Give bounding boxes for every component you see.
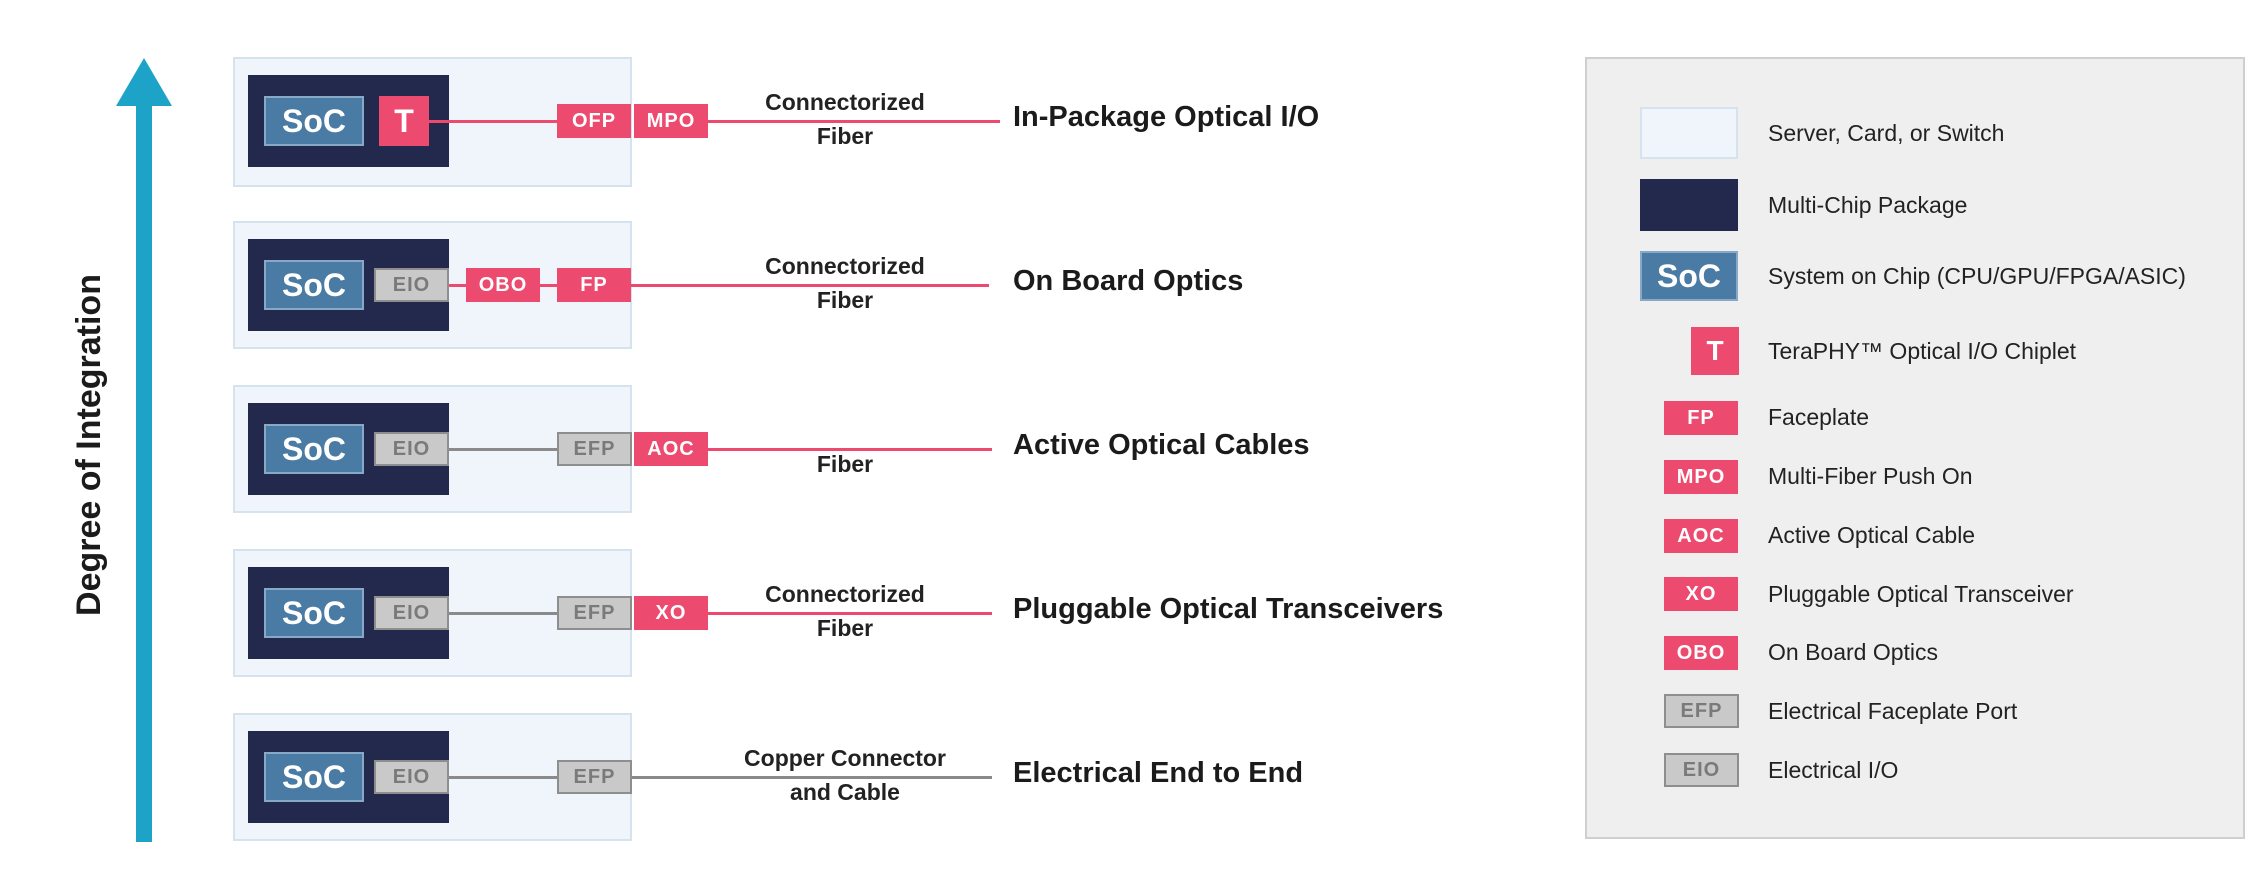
legend-mpo-swatch: MPO: [1664, 460, 1738, 494]
efp-port: EFP: [557, 596, 632, 630]
legend-chiplet-swatch: T: [1691, 327, 1739, 375]
soc-chip: SoC: [264, 752, 364, 802]
legend-label: TeraPHY™ Optical I/O Chiplet: [1768, 338, 2077, 364]
xo-transceiver: XO: [634, 596, 708, 630]
up-arrow-icon: [116, 58, 172, 842]
efp-port: EFP: [557, 432, 632, 466]
fiber-line: [708, 448, 992, 451]
axis-label: Degree of Integration: [70, 274, 108, 616]
legend-label: On Board Optics: [1768, 639, 1939, 665]
ofp-port: OFP: [557, 104, 631, 138]
eio-block: EIO: [374, 268, 449, 302]
legend-obo-swatch: OBO: [1664, 636, 1738, 670]
technology-label: Pluggable Optical Transceivers: [1013, 593, 1444, 625]
fiber-line: [708, 120, 1000, 123]
electrical-trace: [449, 448, 559, 451]
aoc-cable-end: AOC: [634, 432, 708, 466]
mpo-connector: MPO: [634, 104, 708, 138]
technology-label: Electrical End to End: [1013, 757, 1304, 789]
fiber-line: [631, 284, 989, 287]
legend-fp-swatch: FP: [1664, 401, 1738, 435]
medium-label: Fiber: [816, 451, 874, 477]
soc-chip: SoC: [264, 260, 364, 310]
integration-axis: [114, 56, 174, 842]
legend-package-swatch: [1640, 179, 1738, 231]
fiber-line: [708, 612, 992, 615]
legend-label: Electrical I/O: [1768, 757, 1899, 783]
legend-server-swatch: [1640, 107, 1738, 159]
legend-aoc-swatch: AOC: [1664, 519, 1738, 553]
legend-eio-swatch: EIO: [1664, 753, 1739, 787]
technology-label: In-Package Optical I/O: [1013, 101, 1320, 133]
legend-label: Server, Card, or Switch: [1768, 120, 2005, 146]
copper-cable: [632, 776, 992, 779]
teraphy-chiplet: T: [379, 96, 429, 146]
legend-label: Active Optical Cable: [1768, 522, 1976, 548]
legend-xo-swatch: XO: [1664, 577, 1738, 611]
legend-label: System on Chip (CPU/GPU/FPGA/ASIC): [1768, 263, 2186, 289]
efp-port: EFP: [557, 760, 632, 794]
eio-block: EIO: [374, 760, 449, 794]
soc-chip: SoC: [264, 424, 364, 474]
obo-module: OBO: [466, 268, 540, 302]
legend-label: Multi-Chip Package: [1768, 192, 1968, 218]
legend-efp-swatch: EFP: [1664, 694, 1739, 728]
technology-label: Active Optical Cables: [1013, 429, 1310, 461]
fp-faceplate: FP: [557, 268, 631, 302]
soc-chip: SoC: [264, 588, 364, 638]
legend-label: Pluggable Optical Transceiver: [1768, 581, 2074, 607]
soc-chip: SoC: [264, 96, 364, 146]
legend-soc-swatch: SoC: [1640, 251, 1738, 301]
legend-label: Multi-Fiber Push On: [1768, 463, 1973, 489]
electrical-trace: [449, 612, 559, 615]
electrical-trace: [449, 776, 559, 779]
legend-label: Electrical Faceplate Port: [1768, 698, 2018, 724]
technology-label: On Board Optics: [1013, 265, 1244, 297]
eio-block: EIO: [374, 432, 449, 466]
legend-label: Faceplate: [1768, 404, 1870, 430]
eio-block: EIO: [374, 596, 449, 630]
optical-link: [429, 120, 558, 123]
